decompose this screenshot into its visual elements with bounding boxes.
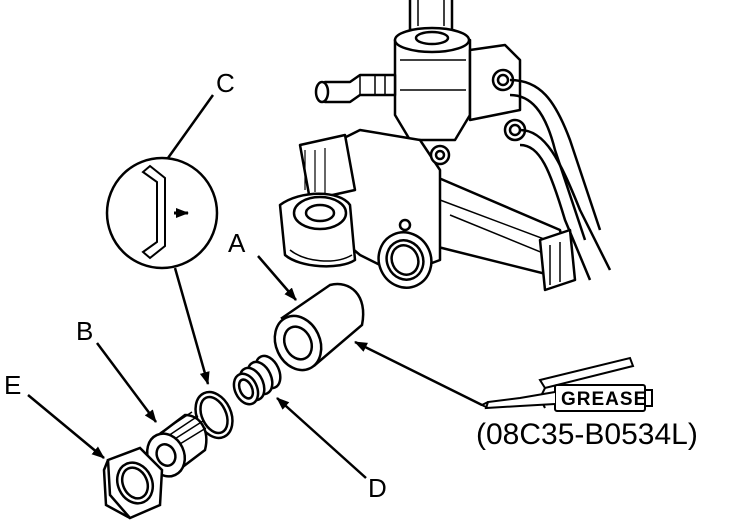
steering-gearbox-housing: [278, 0, 612, 292]
leader-grease: [354, 340, 483, 407]
grease-label: GREASE: [561, 389, 647, 410]
callout-b: B: [76, 316, 93, 346]
part-e-locknut: [102, 446, 164, 520]
callout-c: C: [216, 68, 235, 98]
leader-a: [257, 255, 297, 301]
grease-gun-icon: [479, 356, 653, 412]
callout-e: E: [4, 370, 21, 400]
leader-lines: [27, 94, 483, 479]
part-a-cylinder: [273, 282, 365, 372]
grease-part-number: (08C35-B0534L): [476, 418, 698, 451]
leader-e: [27, 394, 105, 459]
callout-a: A: [228, 228, 246, 258]
leader-d: [276, 397, 367, 479]
part-d-spring: [232, 354, 282, 406]
o-ring-detail-circle: [105, 156, 219, 270]
leader-c: [166, 94, 215, 159]
leader-b: [95, 342, 158, 423]
leader-c-detail: [173, 267, 210, 385]
callout-d: D: [368, 473, 387, 503]
